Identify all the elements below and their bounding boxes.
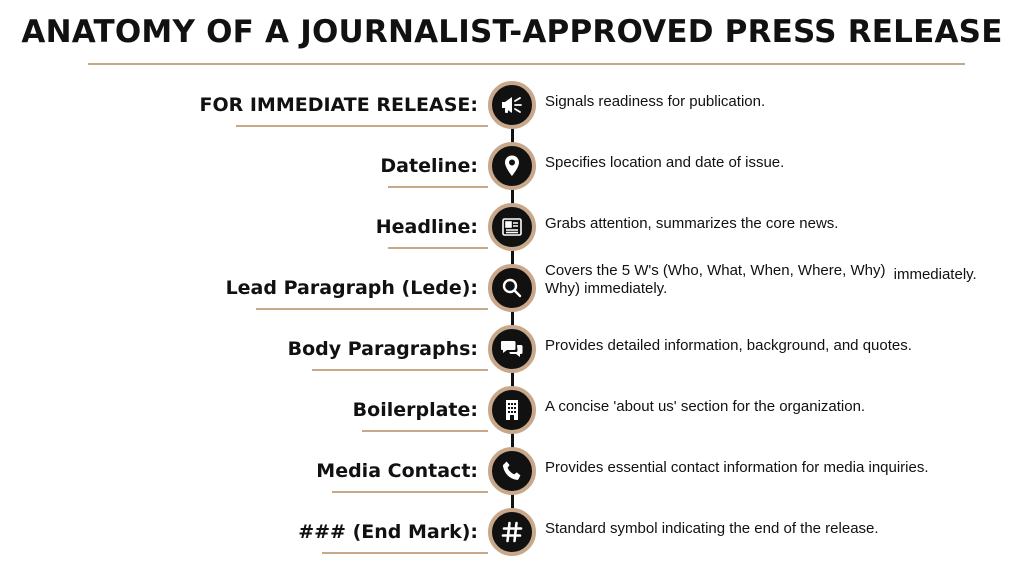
newspaper-icon [488,203,536,251]
element-row-lede: Lead Paragraph (Lede): Covers the 5 W's … [0,262,1024,324]
element-label: Lead Paragraph (Lede): [225,277,478,299]
chat-bubbles-icon [488,325,536,373]
element-description: Specifies location and date of issue. [545,154,785,171]
element-label: Headline: [375,216,478,238]
label-underline [332,491,488,493]
element-description: Provides detailed information, backgroun… [545,337,912,354]
element-description: Grabs attention, summarizes the core new… [545,215,839,232]
element-row-immediate-release: FOR IMMEDIATE RELEASE: Signals readiness… [0,81,1024,141]
search-icon [488,264,536,312]
label-underline [362,430,488,432]
element-label: ### (End Mark): [298,521,478,543]
element-label: Boilerplate: [352,399,478,421]
location-pin-icon [488,142,536,190]
element-row-end-mark: ### (End Mark): Standard symbol indicati… [0,508,1024,568]
description-tail: immediately. [893,266,977,283]
megaphone-icon [488,81,536,129]
element-description: Provides essential contact information f… [545,459,929,476]
label-underline [312,369,488,371]
building-icon [488,386,536,434]
label-underline [256,308,488,310]
label-underline [236,125,488,127]
element-row-boilerplate: Boilerplate: A concise 'about us' sectio… [0,386,1024,446]
page-title: ANATOMY OF A JOURNALIST-APPROVED PRESS R… [21,14,1003,50]
element-row-headline: Headline: Grabs attention, summarizes th… [0,203,1024,263]
element-description: Standard symbol indicating the end of th… [545,520,879,537]
element-row-dateline: Dateline: Specifies location and date of… [0,142,1024,202]
label-underline [388,186,488,188]
element-label: FOR IMMEDIATE RELEASE: [199,94,478,116]
element-row-media-contact: Media Contact: Provides essential contac… [0,447,1024,507]
label-underline [388,247,488,249]
element-description: A concise 'about us' section for the org… [545,398,866,415]
title-divider [88,63,965,65]
label-underline [322,552,488,554]
description-line: Why) immediately. [545,280,668,297]
element-description: Signals readiness for publication. [545,93,766,110]
element-description: Covers the 5 W's (Who, What, When, Where… [545,262,977,298]
timeline-connector [511,103,514,528]
element-label: Dateline: [380,155,478,177]
element-row-body-paragraphs: Body Paragraphs: Provides detailed infor… [0,325,1024,385]
phone-icon [488,447,536,495]
element-label: Body Paragraphs: [287,338,478,360]
description-line: Covers the 5 W's (Who, What, When, Where… [545,262,886,279]
element-label: Media Contact: [316,460,478,482]
hashtag-icon [488,508,536,556]
